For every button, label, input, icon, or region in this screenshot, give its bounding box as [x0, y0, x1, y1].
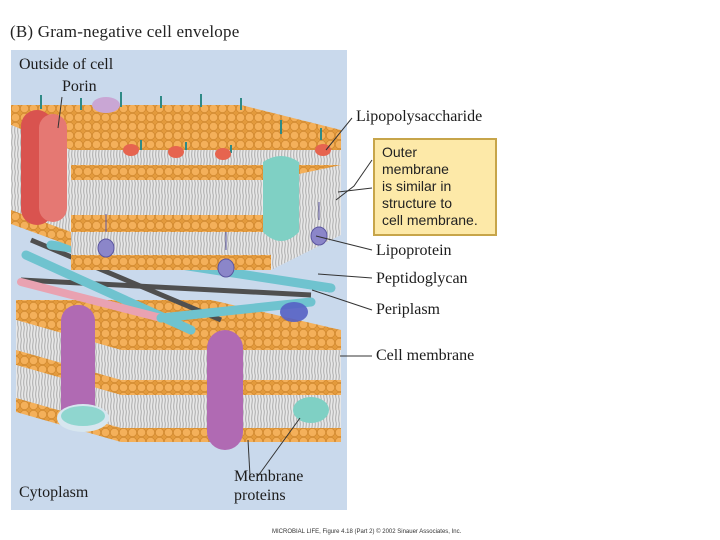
note-line-5: cell membrane. — [382, 212, 478, 228]
lipopolysaccharide-label: Lipopolysaccharide — [356, 108, 483, 125]
membrane-proteins-label-line2: proteins — [234, 487, 286, 504]
cytoplasm-label: Cytoplasm — [19, 484, 89, 501]
porin — [21, 97, 120, 225]
figure-credit: MICROBIAL LIFE, Figure 4.18 (Part 2) © 2… — [272, 529, 462, 535]
note-line-1: Outer — [382, 144, 418, 160]
lipopolysaccharide-chains — [40, 92, 322, 153]
note-line-3: is similar in — [382, 178, 452, 194]
cell-envelope-illustration: Outside of cell Cytoplasm — [11, 56, 341, 501]
peptidoglycan-label: Peptidoglycan — [376, 270, 468, 287]
periplasm-label: Periplasm — [376, 301, 440, 318]
lipoprotein-label: Lipoprotein — [376, 242, 452, 259]
porin-label: Porin — [62, 78, 97, 95]
membrane-proteins-label-line1: Membrane — [234, 468, 304, 485]
lipopolysaccharide-heads — [123, 144, 331, 160]
cell-membrane-proteins — [57, 305, 329, 450]
diagram-panel: Outside of cell Cytoplasm — [11, 50, 347, 510]
lipoproteins — [97, 202, 328, 278]
note-line-4: structure to — [382, 195, 453, 211]
figure-title: (B) Gram-negative cell envelope — [10, 22, 240, 41]
outer-membrane-protein — [263, 156, 299, 241]
cell-membrane-label: Cell membrane — [376, 347, 475, 364]
note-line-2: membrane — [382, 161, 449, 177]
outer-membrane-note: Outer membrane is similar in structure t… — [373, 138, 497, 236]
outside-of-cell-label: Outside of cell — [19, 56, 114, 73]
